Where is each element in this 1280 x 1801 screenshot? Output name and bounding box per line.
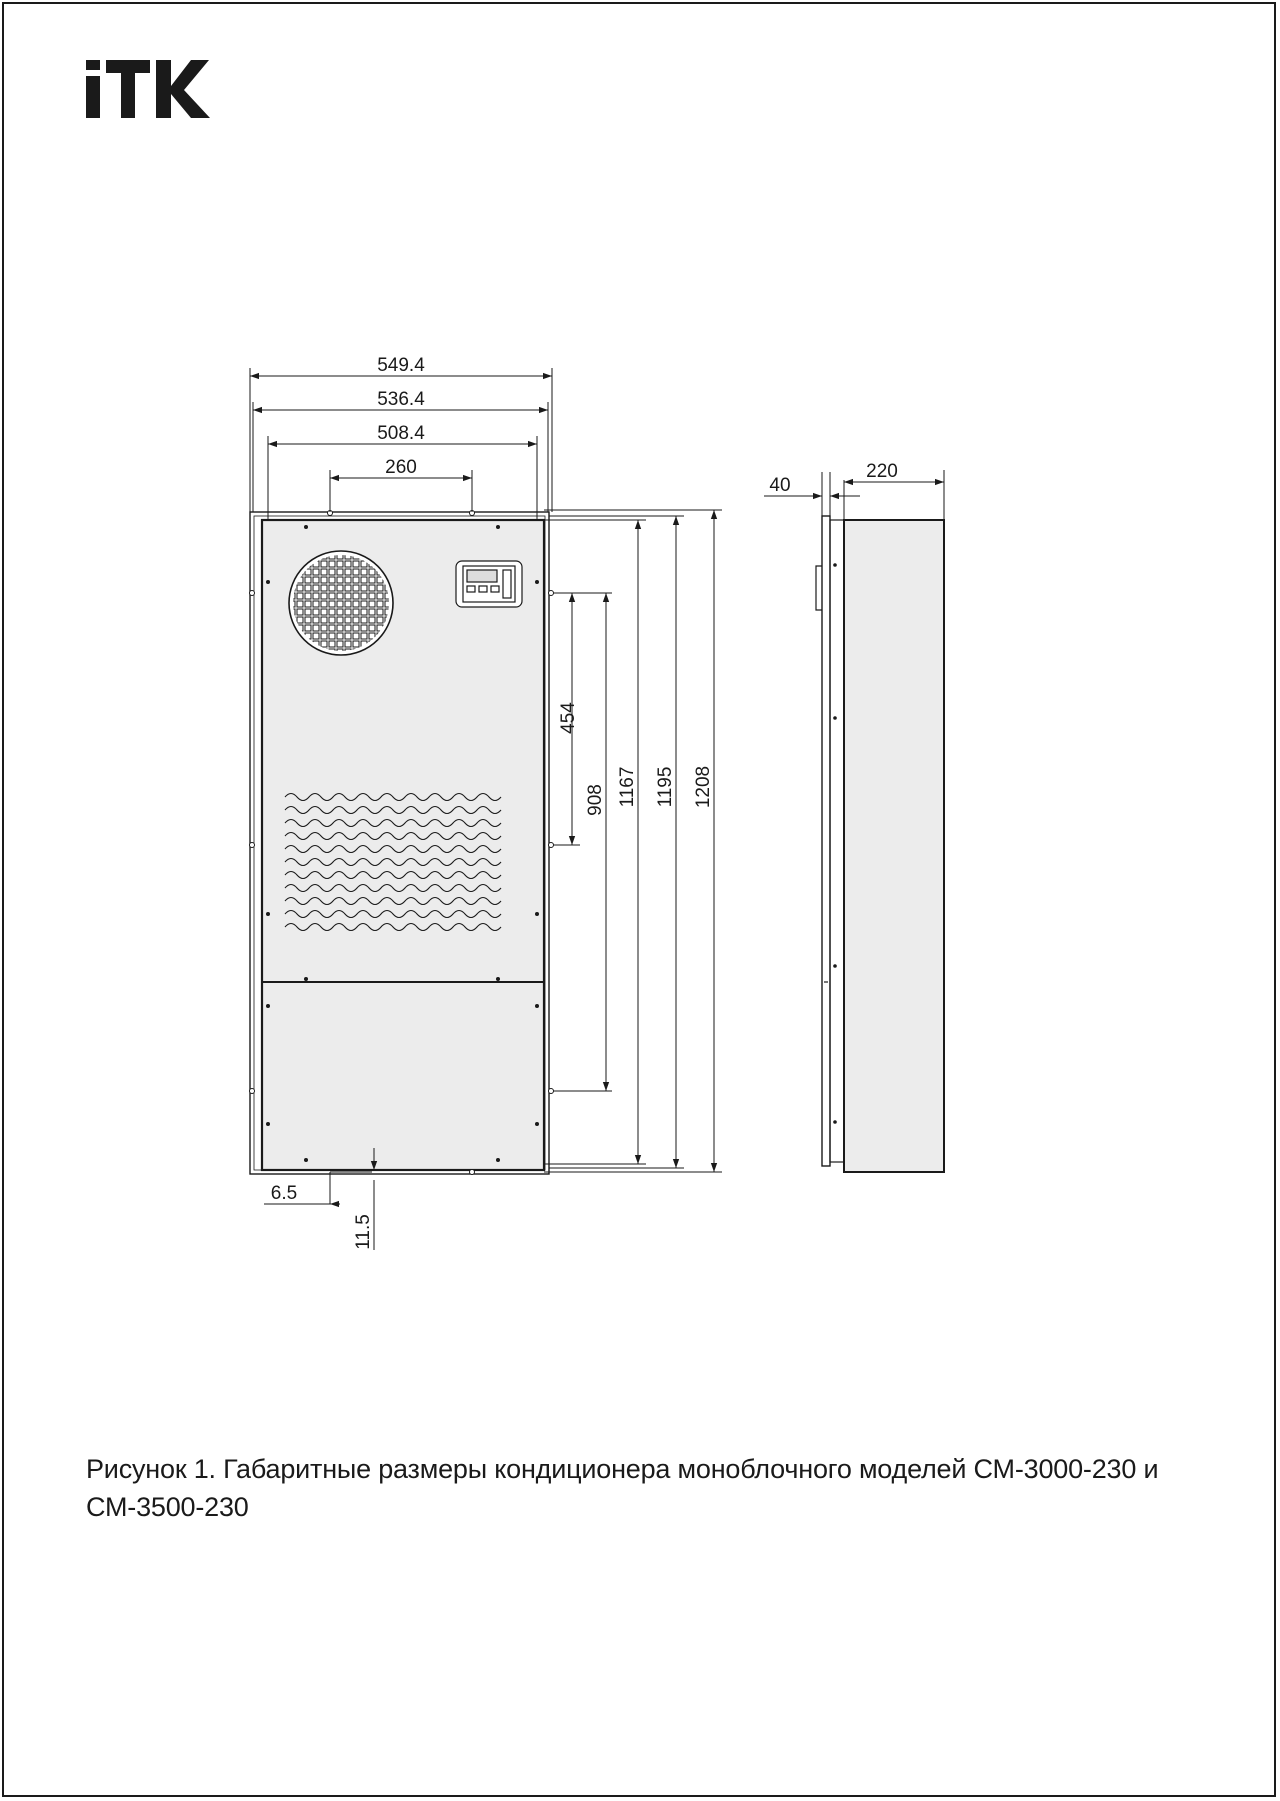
bottom-dimensions [264, 1148, 378, 1250]
front-horizontal-dimensions [249, 368, 553, 520]
dim-6-5: 6.5 [271, 1183, 297, 1204]
dim-1208: 1208 [693, 766, 714, 808]
dim-1195: 1195 [655, 767, 676, 808]
dim-454: 454 [558, 702, 579, 734]
louver-vents-icon [284, 792, 502, 932]
dim-260: 260 [385, 457, 417, 478]
dim-508-4: 508.4 [377, 423, 425, 444]
dim-40: 40 [769, 475, 790, 496]
dim-908: 908 [585, 784, 606, 816]
figure-caption: Рисунок 1. Габаритные размеры кондиционе… [86, 1450, 1196, 1526]
dim-11-5: 11.5 [353, 1214, 374, 1250]
front-view [249, 510, 554, 1175]
side-dimensions [764, 470, 945, 520]
panel-screws [266, 525, 539, 1162]
dim-220: 220 [866, 461, 898, 482]
caption-line-2: СМ-3500-230 [86, 1492, 249, 1522]
flange-holes [249, 510, 554, 1175]
dim-536-4: 536.4 [377, 389, 425, 410]
side-view [815, 515, 945, 1173]
dim-1167: 1167 [617, 767, 638, 808]
front-vertical-dimensions [544, 509, 722, 1173]
caption-line-1: Рисунок 1. Габаритные размеры кондиционе… [86, 1454, 1159, 1484]
dim-549-4: 549.4 [377, 355, 425, 376]
itk-logo [86, 60, 212, 124]
controller-panel-icon [455, 560, 523, 608]
fan-grille-icon [288, 550, 394, 656]
